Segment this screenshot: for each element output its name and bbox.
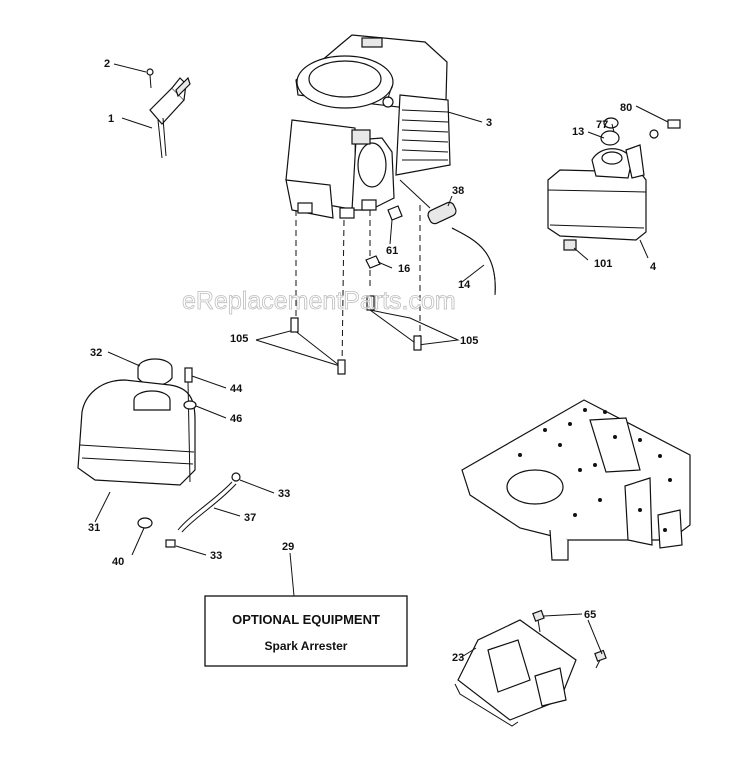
label-part-32: 32	[90, 347, 102, 359]
label-part-29: 29	[282, 541, 294, 553]
chassis-frame	[461, 399, 691, 561]
spark-arrester-shield	[454, 609, 607, 727]
optional-equipment-title: OPTIONAL EQUIPMENT	[232, 612, 380, 627]
label-part-37: 37	[244, 512, 256, 524]
label-part-38: 38	[452, 185, 464, 197]
leader-lines	[94, 63, 669, 659]
label-part-80: 80	[620, 102, 632, 114]
label-part-101: 101	[594, 258, 612, 270]
label-part-13: 13	[572, 126, 584, 138]
engine-assembly	[285, 34, 451, 219]
spark-arrester-label: Spark Arrester	[265, 639, 348, 653]
label-part-44: 44	[230, 383, 243, 395]
engine-mounting-bolts	[255, 295, 460, 375]
label-part-3: 3	[486, 117, 492, 129]
mounting-guide-lines	[295, 205, 421, 369]
muffler-assembly	[547, 117, 681, 251]
label-part-61: 61	[386, 245, 398, 257]
fuel-tank-assembly	[77, 358, 241, 548]
fuel-filter-assembly	[365, 179, 496, 296]
label-part-2: 2	[104, 58, 110, 70]
label-part-105-left: 105	[230, 333, 248, 345]
label-part-33-upper: 33	[278, 488, 290, 500]
label-part-105-right: 105	[460, 335, 478, 347]
label-part-4: 4	[650, 261, 657, 273]
label-part-23: 23	[452, 652, 464, 664]
label-part-77: 77	[596, 119, 608, 131]
label-part-14: 14	[458, 279, 471, 291]
optional-equipment-box: OPTIONAL EQUIPMENT Spark Arrester	[204, 595, 408, 667]
label-part-65: 65	[584, 609, 596, 621]
throttle-control-assembly	[146, 68, 191, 159]
label-part-1: 1	[108, 113, 114, 125]
label-part-40: 40	[112, 556, 124, 568]
label-part-16: 16	[398, 263, 410, 275]
part-labels: 1 2 3 4 13 14 16 23 29 31 32 33 33 37 38…	[88, 58, 657, 664]
label-part-33-lower: 33	[210, 550, 222, 562]
label-part-31: 31	[88, 522, 100, 534]
label-part-46: 46	[230, 413, 242, 425]
watermark-text: eReplacementParts.com	[182, 287, 456, 315]
